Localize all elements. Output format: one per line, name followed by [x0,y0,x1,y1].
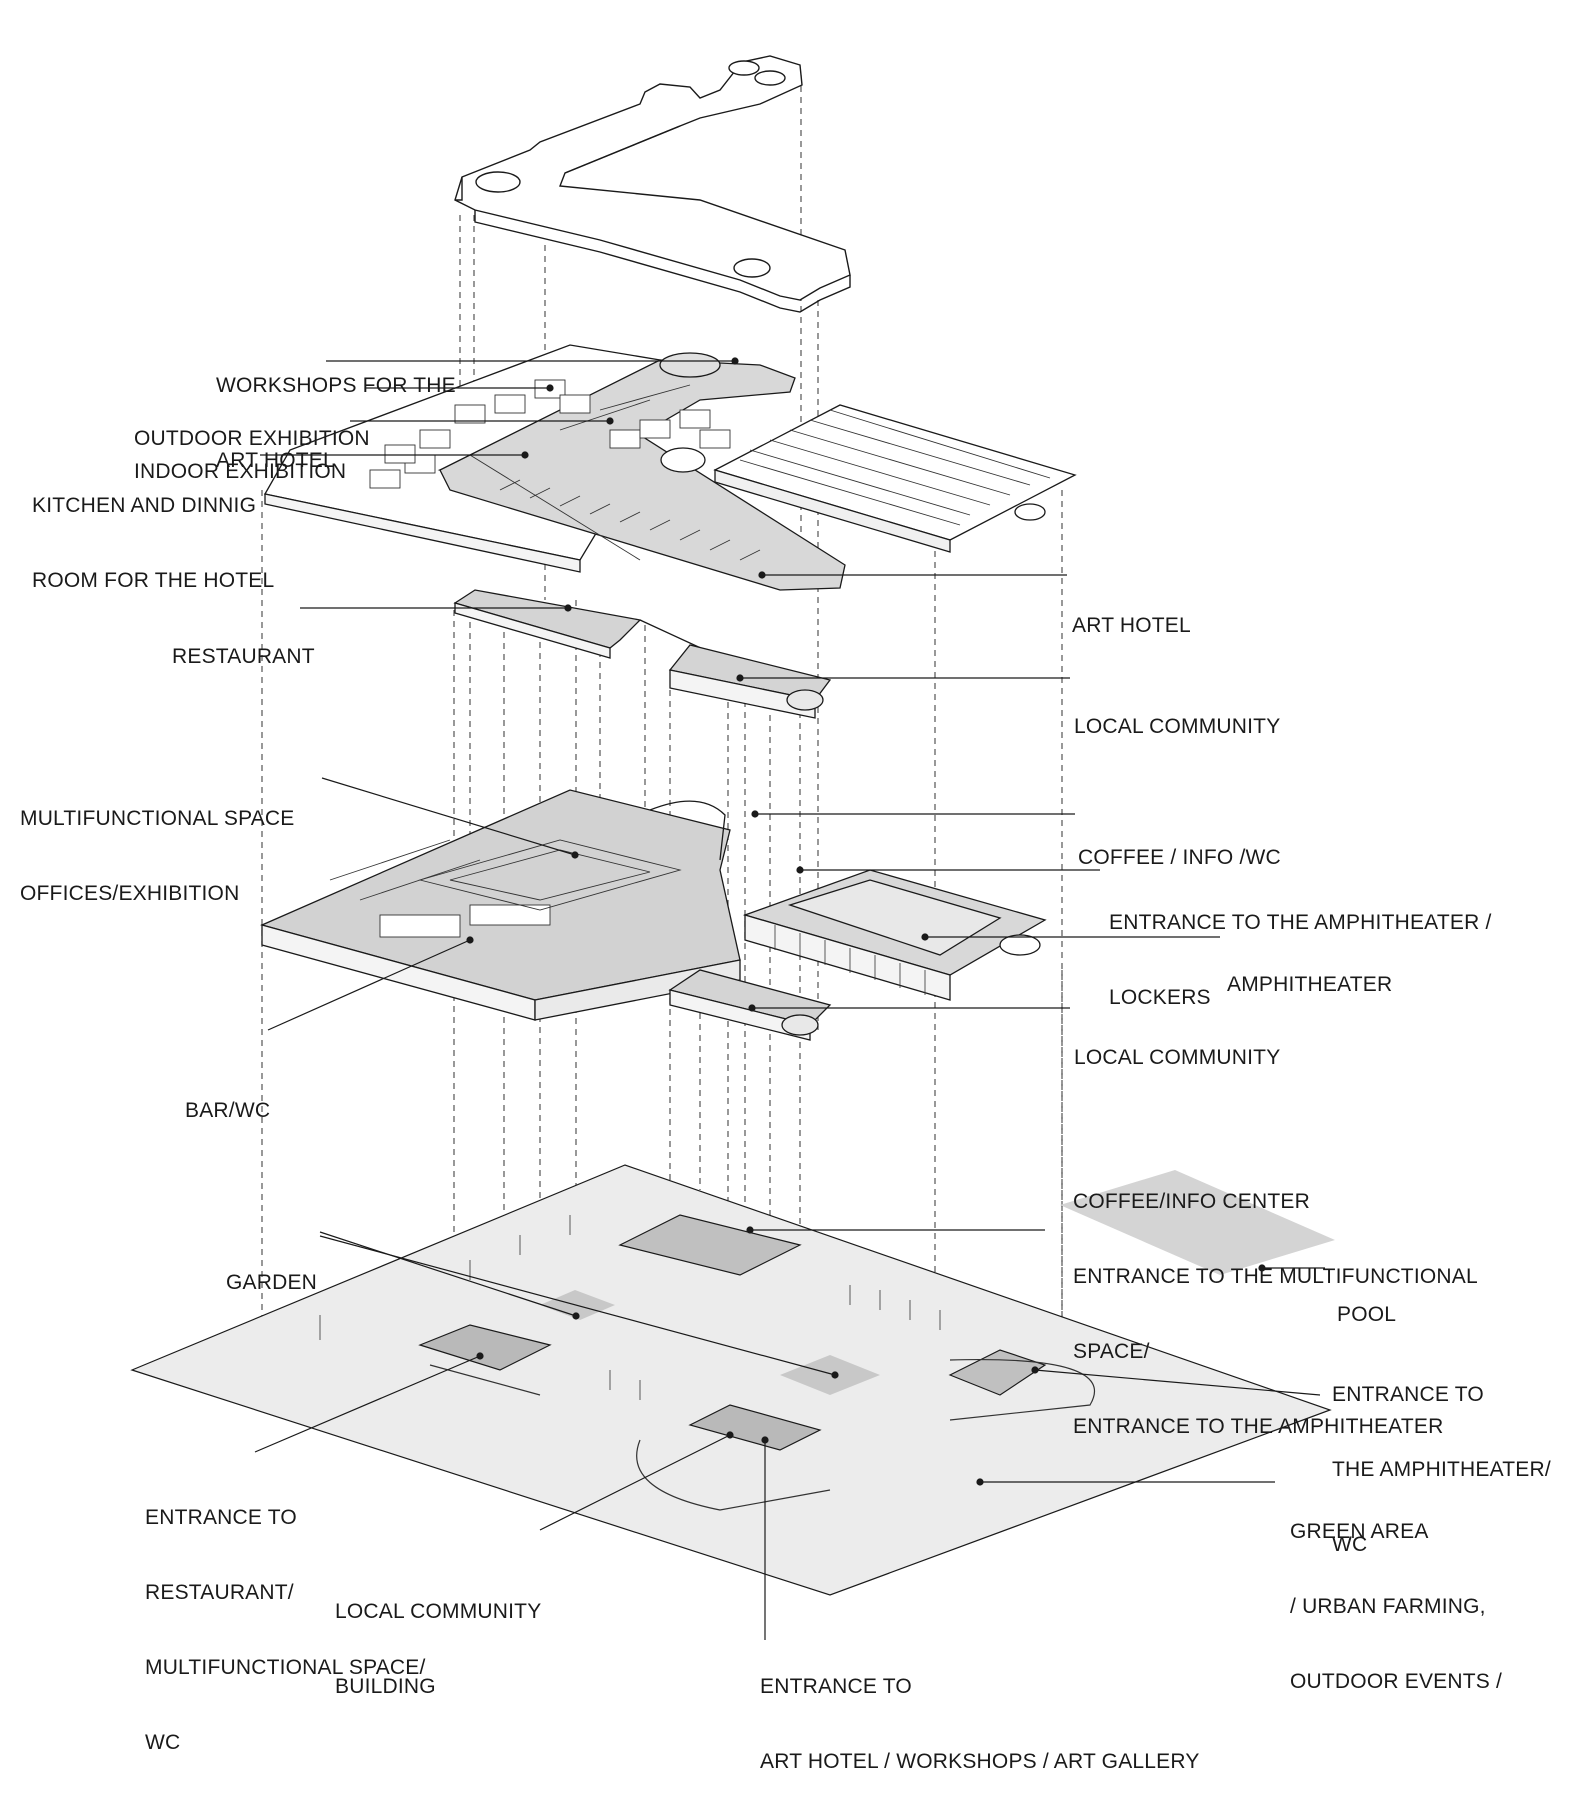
label-entrance-restaurant: ENTRANCE TO RESTAURANT/ MULTIFUNCTIONAL … [145,1455,426,1780]
label-line: ENTRANCE TO [760,1675,912,1698]
label-pool: POOL [1337,1252,1396,1352]
label-line: ENTRANCE TO THE MULTIFUNCTIONAL [1073,1265,1478,1288]
label-garden: GARDEN [226,1220,317,1320]
label-line: GARDEN [226,1271,318,1294]
label-line: AMPHITHEATER [1227,973,1393,996]
label-line: OUTDOOR EXHIBITION [134,427,370,450]
label-line: WORKSHOPS FOR THE [216,374,456,397]
label-line: ENTRANCE TO [1332,1383,1484,1406]
label-line: OFFICES/EXHIBITION [20,882,240,905]
label-line: GREEN AREA [1290,1520,1429,1543]
label-line: ART HOTEL [216,449,335,472]
label-local-community-building: LOCAL COMMUNITY BUILDING [335,1549,541,1724]
label-kitchen: KITCHEN AND DINNIG ROOM FOR THE HOTEL [32,443,274,618]
label-coffee-center: COFFEE/INFO CENTER ENTRANCE TO THE MULTI… [1073,1139,1478,1464]
label-local-community-upper: LOCAL COMMUNITY [1074,664,1280,764]
label-line: RESTAURANT [172,645,315,668]
label-line: COFFEE / INFO /WC [1078,846,1281,869]
label-line: ENTRANCE TO [145,1506,297,1529]
label-line: ART HOTEL [1072,614,1191,637]
label-line: INDOOR EXHIBITION [134,460,347,483]
label-line: MULTIFUNCTIONAL SPACE/ [145,1656,426,1679]
label-line: WC [145,1731,181,1754]
label-entrance-hotel: ENTRANCE TO ART HOTEL / WORKSHOPS / ART … [760,1624,1200,1799]
label-bar-wc: BAR/WC [185,1048,270,1148]
restaurant-level [453,589,832,719]
label-green-area: GREEN AREA / URBAN FARMING, OUTDOOR EVEN… [1290,1469,1502,1719]
label-entrance-amph-wc: ENTRANCE TO THE AMPHITHEATER/ WC [1332,1332,1551,1582]
label-line: THE AMPHITHEATER/ [1332,1458,1551,1481]
label-line: RESTAURANT/ [145,1581,294,1604]
label-local-community-lower: LOCAL COMMUNITY [1074,995,1280,1095]
label-line: LOCKERS [1109,986,1211,1009]
label-line: KITCHEN AND DINNIG [32,494,257,517]
label-line: LOCAL COMMUNITY [335,1600,542,1623]
ground-level [130,1164,1335,1596]
label-line: COFFEE/INFO CENTER [1073,1190,1310,1213]
label-line: ENTRANCE TO THE AMPHITHEATER [1073,1415,1444,1438]
label-indoor-exhibition: INDOOR EXHIBITION [134,409,346,509]
roof-slab [454,55,851,313]
label-line: OUTDOOR EVENTS / [1290,1670,1503,1693]
label-line: ROOM FOR THE HOTEL [32,569,275,592]
label-entrance-amph-lockers: ENTRANCE TO THE AMPHITHEATER / LOCKERS [1109,860,1492,1035]
multifunctional-level [260,789,1047,1041]
label-line: / URBAN FARMING, [1290,1595,1486,1618]
label-line: WC [1332,1533,1368,1556]
label-multifunctional: MULTIFUNCTIONAL SPACE OFFICES/EXHIBITION [20,756,295,931]
label-line: MULTIFUNCTIONAL SPACE [20,807,295,830]
label-line: SPACE/ [1073,1340,1150,1363]
label-restaurant: RESTAURANT [172,594,315,694]
label-line: ART HOTEL / WORKSHOPS / ART GALLERY [760,1750,1200,1773]
label-amphitheater: AMPHITHEATER [1227,922,1392,1022]
label-coffee-info-wc: COFFEE / INFO /WC [1078,795,1281,895]
label-line: BUILDING [335,1675,436,1698]
label-line: POOL [1337,1303,1397,1326]
label-line: LOCAL COMMUNITY [1074,1046,1281,1069]
label-line: LOCAL COMMUNITY [1074,715,1281,738]
label-line: ENTRANCE TO THE AMPHITHEATER / [1109,911,1492,934]
leader-lines [254,357,1325,1640]
label-line: BAR/WC [185,1099,271,1122]
label-outdoor-exhibition: OUTDOOR EXHIBITION [134,376,370,476]
exploded-axonometric-diagram [130,55,1335,1640]
art-hotel-level [263,344,1077,591]
label-workshops: WORKSHOPS FOR THE ART HOTEL [216,323,456,498]
label-art-hotel: ART HOTEL [1072,563,1191,663]
